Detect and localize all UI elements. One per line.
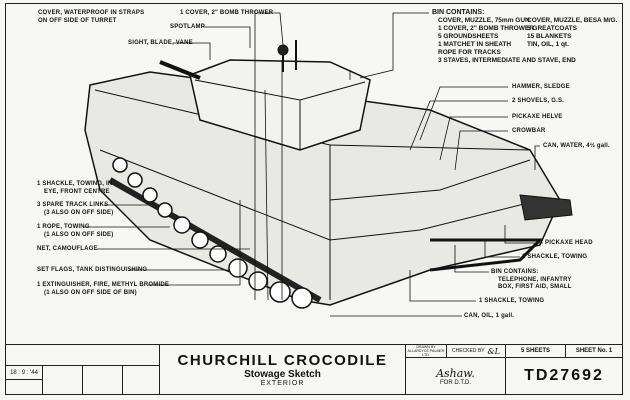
label-line: 3 SPARE TRACK LINKS	[37, 202, 109, 208]
sheet-no-cell: SHEET No. 1	[565, 344, 623, 358]
label-sight: SIGHT, BLADE, VANE	[128, 40, 193, 46]
drawing-number-cell: TD27692	[505, 357, 623, 395]
bin-title: BIN CONTAINS:	[432, 9, 485, 16]
bin-item: 5 GROUNDSHEETS	[438, 33, 499, 40]
road-wheels	[112, 157, 313, 309]
label-line: ON OFF SIDE OF TURRET	[38, 17, 117, 24]
drawing-subtitle: Stowage Sketch	[244, 369, 321, 380]
label-can-water: CAN, WATER, 4½ gall.	[543, 143, 610, 149]
leader-lines	[83, 10, 543, 317]
sheet-count: 5 SHEETS	[520, 348, 550, 354]
bin-item: 3 STAVES, INTERMEDIATE AND STAVE, END	[438, 57, 576, 64]
label-shackle-rear-2: 1 SHACKLE, TOWING	[479, 298, 545, 304]
label-net: NET, CAMOUFLAGE	[37, 246, 98, 252]
approver-signature: Ashaw.	[436, 366, 475, 380]
checker-signature: &L	[487, 346, 500, 356]
checked-by: CHECKED BY	[452, 348, 485, 354]
label-line: BIN CONTAINS:	[491, 269, 539, 275]
label-line: BOX, FIRST AID, SMALL	[498, 284, 572, 290]
revision-cell	[82, 365, 123, 395]
sheet-number: SHEET No. 1	[575, 348, 613, 354]
bin-item: 1 COVER, 2" BOMB THROWER	[438, 25, 534, 32]
label-pickaxe-head: PICKAXE HEAD	[545, 240, 593, 246]
revision-cell	[122, 365, 160, 395]
label-hammer: HAMMER, SLEDGE	[512, 84, 570, 90]
label-line: 1 SHACKLE, TOWING, IN	[37, 181, 113, 187]
drawn-by-cell: DRAWN BY ALLARDYCE PALMER LTD.	[405, 344, 447, 358]
label-track-links: 3 SPARE TRACK LINKS(3 ALSO ON OFF SIDE)	[37, 202, 113, 217]
drawing-view: EXTERIOR	[260, 380, 305, 387]
bin-item: TIN, OIL, 1 qt.	[527, 41, 569, 48]
bin-item: 15 BLANKETS	[527, 33, 572, 40]
label-line: 1 ROPE, TOWING	[37, 224, 90, 230]
label-extinguisher: 1 EXTINGUISHER, FIRE, METHYL BROMIDE(1 A…	[37, 282, 169, 297]
label-rope: 1 ROPE, TOWING(1 ALSO ON OFF SIDE)	[37, 224, 113, 239]
label-line: 1 EXTINGUISHER, FIRE, METHYL BROMIDE	[37, 282, 170, 288]
bin-item: 5 GREATCOATS	[527, 25, 577, 32]
label-can-oil: CAN, OIL, 1 gall.	[464, 313, 515, 319]
label-line: COVER, WATERPROOF IN STRAPS	[38, 10, 145, 16]
revision-cell	[42, 365, 83, 395]
bin-item: 1 MATCHET IN SHEATH	[438, 41, 512, 48]
bin-item: ROPE FOR TRACKS	[438, 49, 501, 56]
bin-item: COVER, MUZZLE, BESA M/G.	[527, 17, 618, 24]
bin-right-list: COVER, MUZZLE, BESA M/G. 5 GREATCOATS 15…	[527, 17, 617, 49]
label-line: EYE, FRONT CENTRE	[44, 188, 110, 195]
label-spotlamp: SPOTLAMP	[170, 24, 205, 30]
label-pickaxe-helve: PICKAXE HELVE	[512, 114, 563, 120]
label-bin-contents: BIN CONTAINS: COVER, MUZZLE, 75mm GUN 1 …	[432, 9, 622, 79]
label-line: (3 ALSO ON OFF SIDE)	[44, 209, 114, 216]
label-crowbar: CROWBAR	[512, 128, 546, 134]
title-cell: CHURCHILL CROCODILE Stowage Sketch EXTER…	[159, 344, 406, 395]
bin-left-list: COVER, MUZZLE, 75mm GUN 1 COVER, 2" BOMB…	[438, 17, 576, 65]
label-line: (1 ALSO ON OFF SIDE OF BIN)	[44, 289, 137, 296]
date: 18 : 9 : '44	[10, 369, 38, 376]
label-shackle-rear-1: 1 SHACKLE, TOWING	[522, 254, 588, 260]
drawn-by: DRAWN BY ALLARDYCE PALMER LTD.	[407, 345, 445, 357]
bin-item: COVER, MUZZLE, 75mm GUN	[438, 17, 530, 24]
label-flags: SET FLAGS, TANK DISTINGUISHING	[37, 267, 148, 273]
label-bomb-cover: 1 COVER, 2" BOMB THROWER	[180, 10, 274, 16]
for-dtd: FOR D.T.D.	[440, 379, 471, 386]
label-line: TELEPHONE, INFANTRY	[498, 276, 572, 283]
checked-by-cell: CHECKED BY&L	[446, 344, 506, 358]
label-line: (1 ALSO ON OFF SIDE)	[44, 231, 114, 238]
turret	[159, 40, 371, 151]
date-cell: 18 : 9 : '44	[5, 365, 43, 380]
label-shovels: 2 SHOVELS, G.S.	[512, 98, 565, 104]
approval-cell: Ashaw. FOR D.T.D.	[405, 357, 506, 395]
sheets-cell: 5 SHEETS	[505, 344, 566, 358]
drawing-number: TD27692	[524, 367, 604, 384]
drawing-title: CHURCHILL CROCODILE	[177, 352, 388, 369]
